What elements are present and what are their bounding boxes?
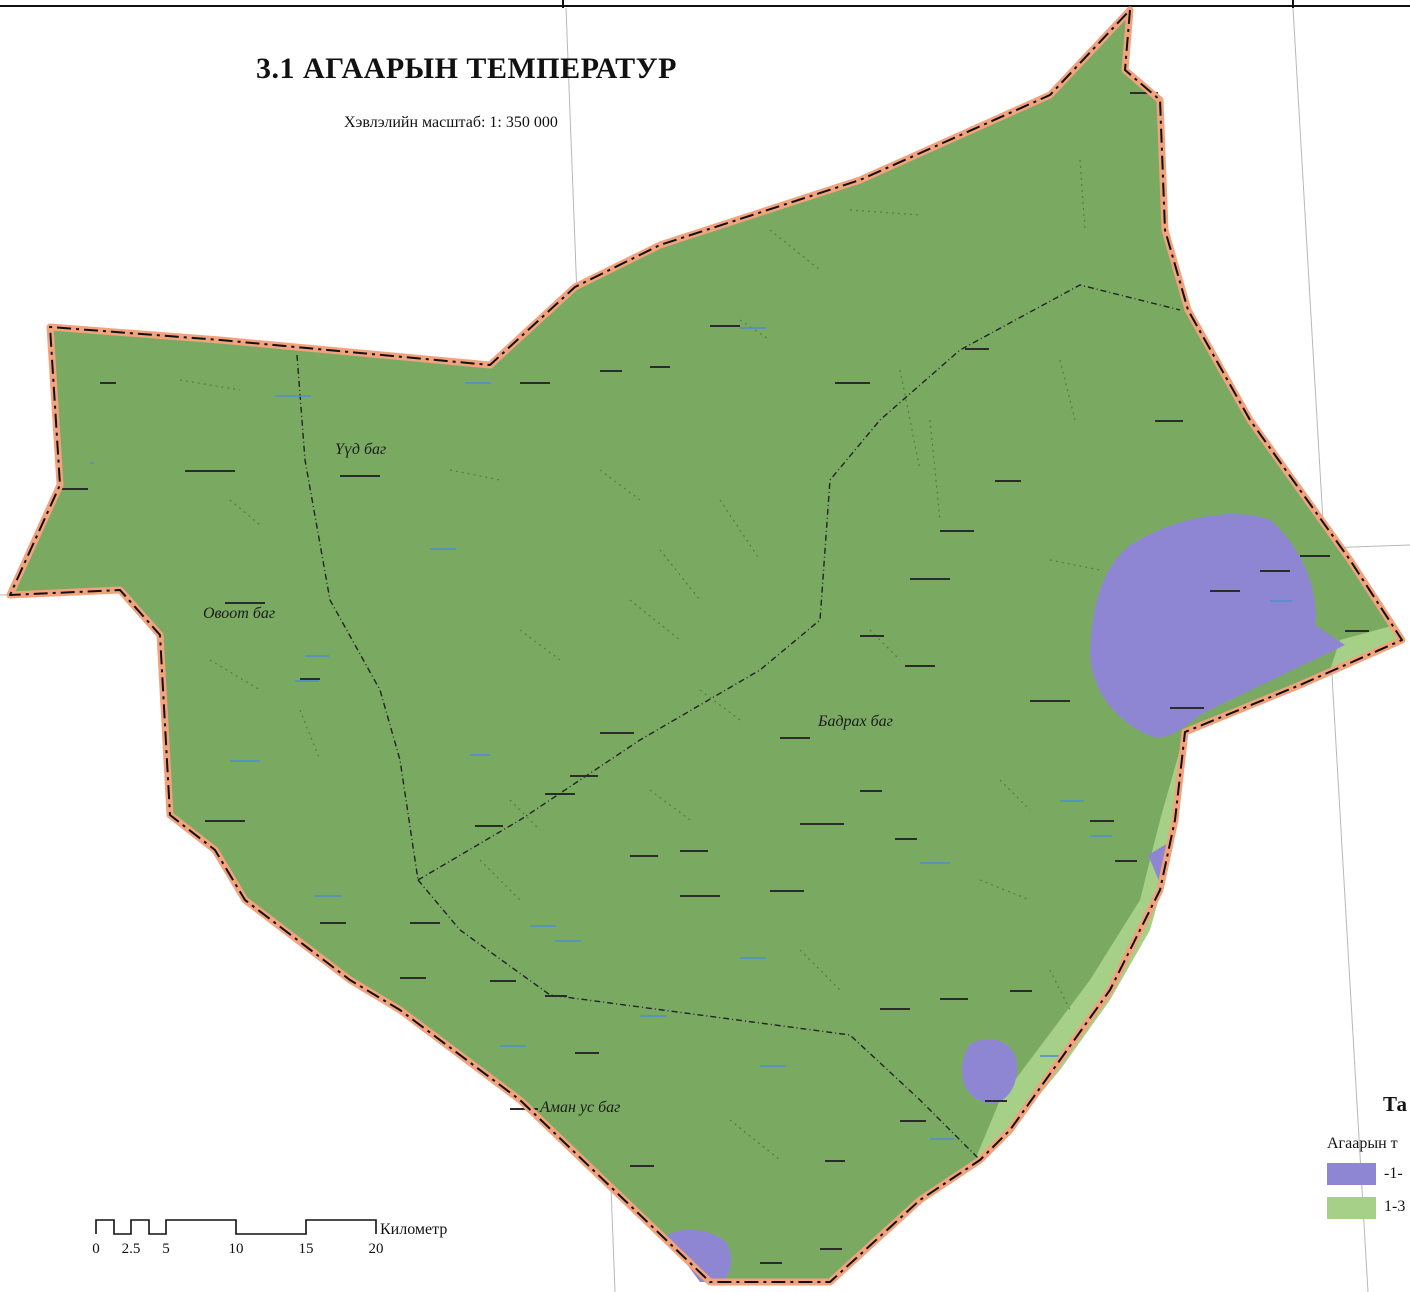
bag-boundaries bbox=[296, 284, 1181, 1161]
scale-unit-label: Километр bbox=[380, 1221, 448, 1238]
scale-tick-label: 10 bbox=[228, 1241, 244, 1257]
scale-tick-label: 0 bbox=[92, 1241, 100, 1257]
scale-bar bbox=[95, 1219, 377, 1235]
scale-tick-label: 15 bbox=[298, 1241, 314, 1257]
bag-label-uud: Үүд баг bbox=[335, 441, 387, 458]
soum-territory bbox=[10, 10, 1402, 1282]
legend-label-cold: -1- bbox=[1384, 1165, 1403, 1182]
water-marks bbox=[90, 327, 1292, 1140]
bag-label-badrakh: Бадрах баг bbox=[818, 713, 893, 730]
legend-swatch-cold bbox=[1327, 1163, 1376, 1185]
scale-tick-label: 2.5 bbox=[121, 1241, 141, 1257]
legend-title: Та bbox=[1383, 1092, 1407, 1116]
print-scale: Хэвлэлийн масштаб: 1: 350 000 bbox=[344, 114, 558, 131]
soum-boundary-line bbox=[9, 9, 1403, 1283]
warm-zone-east bbox=[1330, 625, 1402, 670]
bag-label-ovoot: Овоот баг bbox=[203, 605, 276, 622]
legend-label-warm: 1-3 bbox=[1384, 1198, 1406, 1215]
place-marks bbox=[58, 92, 1369, 1264]
scale-tick-label: 5 bbox=[162, 1241, 170, 1257]
cold-zone-southwest bbox=[666, 1229, 732, 1282]
legend-swatch-warm bbox=[1327, 1197, 1376, 1219]
legend-subtitle: Агаарын т bbox=[1327, 1135, 1398, 1152]
warm-zone-strip bbox=[975, 732, 1185, 1160]
map-title: 3.1 АГААРЫН ТЕМПЕРАТУР bbox=[256, 52, 677, 85]
cold-zone-east bbox=[1090, 514, 1345, 738]
bag-label-aman-us: Аман ус баг bbox=[540, 1099, 621, 1116]
scale-tick-label: 20 bbox=[368, 1241, 384, 1257]
cold-zone-south bbox=[962, 1039, 1018, 1104]
